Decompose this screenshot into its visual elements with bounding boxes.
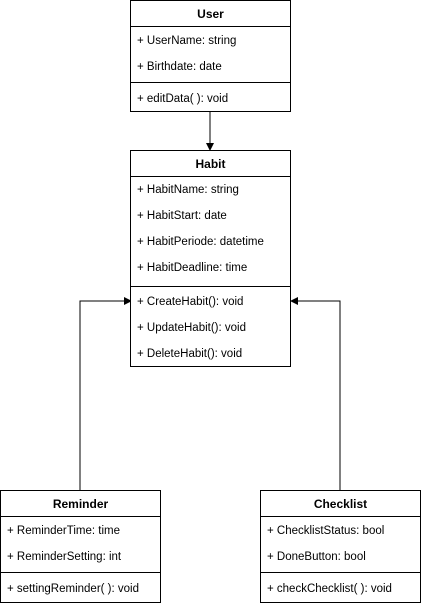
habit-class-name: Habit bbox=[131, 151, 290, 177]
reminder-to-habit-arrow bbox=[79, 297, 132, 490]
habit-methods: + CreateHabit(): void + UpdateHabit(): v… bbox=[131, 287, 290, 367]
reminder-method: + settingReminder( ): void bbox=[7, 583, 139, 595]
reminder-attribute: + ReminderSetting: int bbox=[7, 551, 122, 563]
reminder-attribute: + ReminderTime: time bbox=[7, 525, 121, 537]
user-methods: + editData( ): void bbox=[131, 83, 290, 112]
user-class-name: User bbox=[131, 1, 290, 27]
reminder-methods: + settingReminder( ): void bbox=[1, 573, 160, 602]
checklist-class[interactable]: Checklist + ChecklistStatus: bool + Done… bbox=[260, 490, 421, 603]
habit-method: + CreateHabit(): void bbox=[137, 296, 244, 308]
reminder-class[interactable]: Reminder + ReminderTime: time + Reminder… bbox=[0, 490, 161, 603]
checklist-attribute: + ChecklistStatus: bool bbox=[267, 525, 385, 537]
habit-method: + UpdateHabit(): void bbox=[137, 322, 246, 334]
user-attribute: + UserName: string bbox=[137, 35, 237, 47]
user-attribute: + Birthdate: date bbox=[137, 61, 222, 73]
habit-attributes: + HabitName: string + HabitStart: date +… bbox=[131, 177, 290, 287]
user-class[interactable]: User + UserName: string + Birthdate: dat… bbox=[130, 0, 291, 112]
user-attributes: + UserName: string + Birthdate: date bbox=[131, 27, 290, 83]
checklist-method: + checkChecklist( ): void bbox=[267, 583, 392, 595]
habit-method: + DeleteHabit(): void bbox=[137, 348, 243, 360]
user-method: + editData( ): void bbox=[137, 93, 229, 105]
habit-attribute: + HabitDeadline: time bbox=[137, 262, 248, 274]
habit-class[interactable]: Habit + HabitName: string + HabitStart: … bbox=[130, 150, 291, 367]
habit-attribute: + HabitPeriode: datetime bbox=[137, 236, 264, 248]
checklist-methods: + checkChecklist( ): void bbox=[261, 573, 420, 602]
checklist-to-habit-arrow bbox=[290, 297, 341, 490]
checklist-attribute: + DoneButton: bool bbox=[267, 551, 366, 563]
checklist-class-name: Checklist bbox=[261, 491, 420, 517]
reminder-attributes: + ReminderTime: time + ReminderSetting: … bbox=[1, 517, 160, 573]
habit-attribute: + HabitName: string bbox=[137, 184, 239, 196]
reminder-class-name: Reminder bbox=[1, 491, 160, 517]
checklist-attributes: + ChecklistStatus: bool + DoneButton: bo… bbox=[261, 517, 420, 573]
habit-attribute: + HabitStart: date bbox=[137, 210, 227, 222]
